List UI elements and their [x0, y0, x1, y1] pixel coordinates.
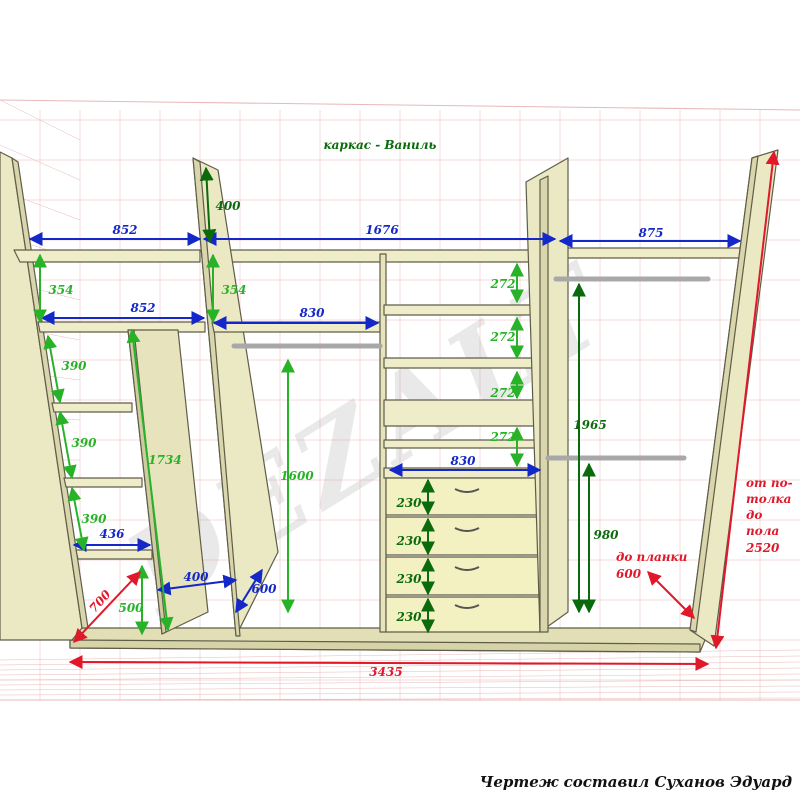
label-230-c: 230 — [395, 572, 422, 586]
column-shelf-2 — [383, 357, 546, 369]
dimension-arrow-31 — [710, 150, 780, 650]
left-shelf-upper — [37, 321, 206, 333]
label-ceiling-2: толка — [746, 492, 791, 506]
left-shelf-3 — [75, 549, 153, 560]
label-400-top: 400 — [215, 199, 241, 213]
label-500: 500 — [118, 601, 144, 615]
dimension-arrow-14 — [55, 410, 77, 480]
drawer-4[interactable] — [385, 596, 541, 633]
drawer-handle-3[interactable] — [454, 566, 480, 571]
label-390-c: 390 — [81, 512, 107, 526]
label-ceiling-1: от по- — [746, 476, 793, 490]
label-390-b: 390 — [71, 436, 97, 450]
grid-line — [0, 691, 800, 696]
center-left-panel-edge — [192, 157, 241, 637]
label-354-left: 354 — [48, 283, 73, 297]
grid-line — [0, 673, 800, 681]
drawer-handle-4[interactable] — [454, 604, 480, 609]
drawer-handle-2[interactable] — [454, 527, 480, 532]
left-shelf-1 — [51, 402, 133, 413]
column-shelf-3 — [383, 399, 546, 427]
label-230-b: 230 — [395, 534, 422, 548]
label-1965: 1965 — [573, 418, 606, 432]
label-to-rail-1: до планки — [616, 550, 688, 564]
label-1676: 1676 — [365, 223, 399, 237]
column-shelf-4 — [383, 439, 546, 449]
dimension-arrow-30 — [68, 655, 710, 671]
label-390-a: 390 — [61, 359, 87, 373]
label-272-c: 272 — [489, 386, 515, 400]
label-852-mid: 852 — [130, 301, 155, 315]
label-to-rail-2: 600 — [616, 567, 642, 581]
dimension-arrow-13 — [43, 334, 65, 404]
label-700: 700 — [86, 587, 114, 615]
label-ceiling-3: до — [746, 508, 762, 522]
label-230-a: 230 — [395, 496, 422, 510]
label-830-drawers: 830 — [450, 454, 476, 468]
grid-line — [0, 99, 81, 141]
label-ceiling-4: пола — [746, 524, 779, 538]
label-980: 980 — [593, 528, 619, 542]
drawer-handle-1[interactable] — [454, 488, 480, 493]
dimension-arrow-15 — [67, 486, 89, 552]
column-shelf-1 — [383, 304, 546, 316]
label-400-base: 400 — [183, 570, 209, 584]
label-ceiling-5: 2520 — [745, 541, 780, 555]
drawer-3[interactable] — [385, 556, 541, 596]
top-shelf-right — [555, 247, 743, 259]
label-230-d: 230 — [395, 610, 422, 624]
left-side-panel — [0, 151, 83, 641]
label-1734: 1734 — [148, 453, 181, 467]
label-title: каркас - Ваниль — [324, 138, 437, 152]
dimension-arrow-16 — [126, 328, 174, 632]
dimension-arrow-32 — [647, 571, 695, 619]
label-875: 875 — [638, 226, 663, 240]
label-600-base: 600 — [251, 582, 277, 596]
author-credit: Чертеж составил Суханов Эдуард — [479, 773, 792, 791]
label-272-d: 272 — [489, 430, 515, 444]
hanging-rails — [231, 276, 711, 461]
dimension-arrow-29 — [73, 570, 141, 644]
grid-line — [0, 144, 81, 181]
dimension-arrow-10 — [199, 166, 217, 244]
grid-line — [0, 685, 800, 691]
top-shelf-left — [13, 249, 201, 263]
label-436: 436 — [99, 527, 125, 541]
label-272-a: 272 — [489, 277, 515, 291]
center-right-panel-edge — [539, 175, 549, 633]
grid-line — [0, 679, 800, 686]
bottom-plinth-front — [69, 639, 701, 653]
drawer-handles — [454, 488, 480, 609]
label-272-b: 272 — [489, 330, 515, 344]
label-1600: 1600 — [280, 469, 314, 483]
grid-line — [0, 99, 800, 111]
label-3435: 3435 — [369, 665, 402, 679]
label-354-mid: 354 — [221, 283, 246, 297]
left-shelf-2 — [63, 477, 143, 488]
label-852-top: 852 — [112, 223, 137, 237]
label-830-mid: 830 — [299, 306, 325, 320]
dimension-arrow-9 — [235, 568, 263, 614]
